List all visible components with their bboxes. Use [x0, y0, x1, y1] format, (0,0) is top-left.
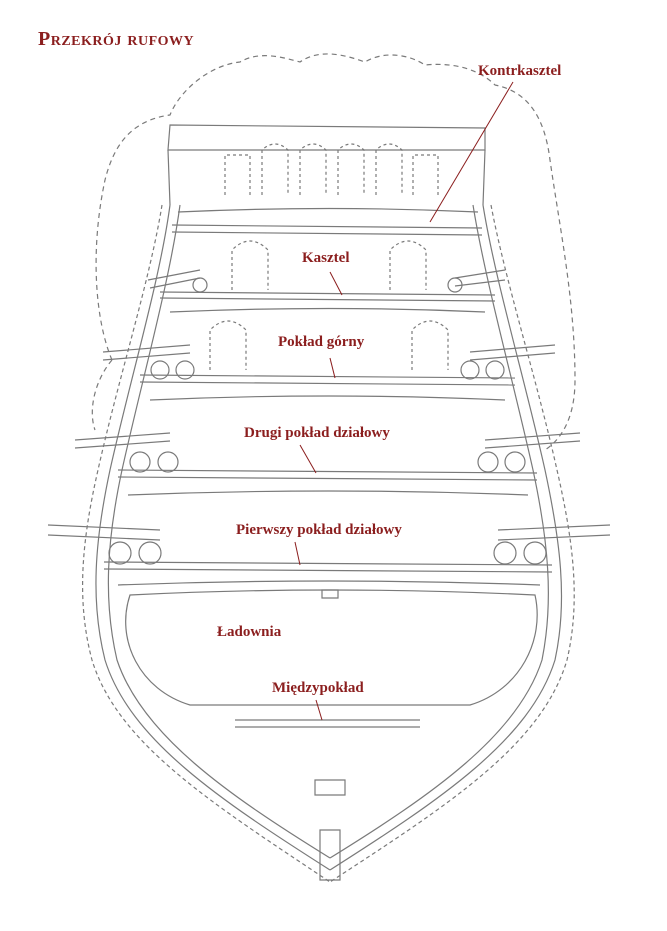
- hull-right-outer: [329, 204, 563, 871]
- page-title: Przekrój rufowy: [38, 28, 195, 50]
- stern-gallery: [167, 124, 486, 151]
- label-kontrkasztel: Kontrkasztel: [478, 63, 562, 79]
- decks: [103, 224, 553, 728]
- superstructure-outline: [95, 53, 576, 451]
- hull-left-outer: [95, 204, 331, 871]
- label-pierwszy-poklad-dzialowy: Pierwszy pokład działowy: [236, 522, 402, 538]
- label-miedzypoklad: Międzypokład: [272, 680, 364, 696]
- label-drugi-poklad-dzialowy: Drugi pokład działowy: [244, 425, 390, 441]
- leader-lines: [294, 81, 514, 721]
- label-ladownia: Ładownia: [217, 624, 282, 640]
- hold-outline: [125, 589, 538, 706]
- stern-windows: [224, 143, 439, 195]
- cannons: [47, 269, 611, 565]
- label-poklad-gorny: Pokład górny: [278, 334, 365, 350]
- label-kasztel: Kasztel: [302, 250, 350, 266]
